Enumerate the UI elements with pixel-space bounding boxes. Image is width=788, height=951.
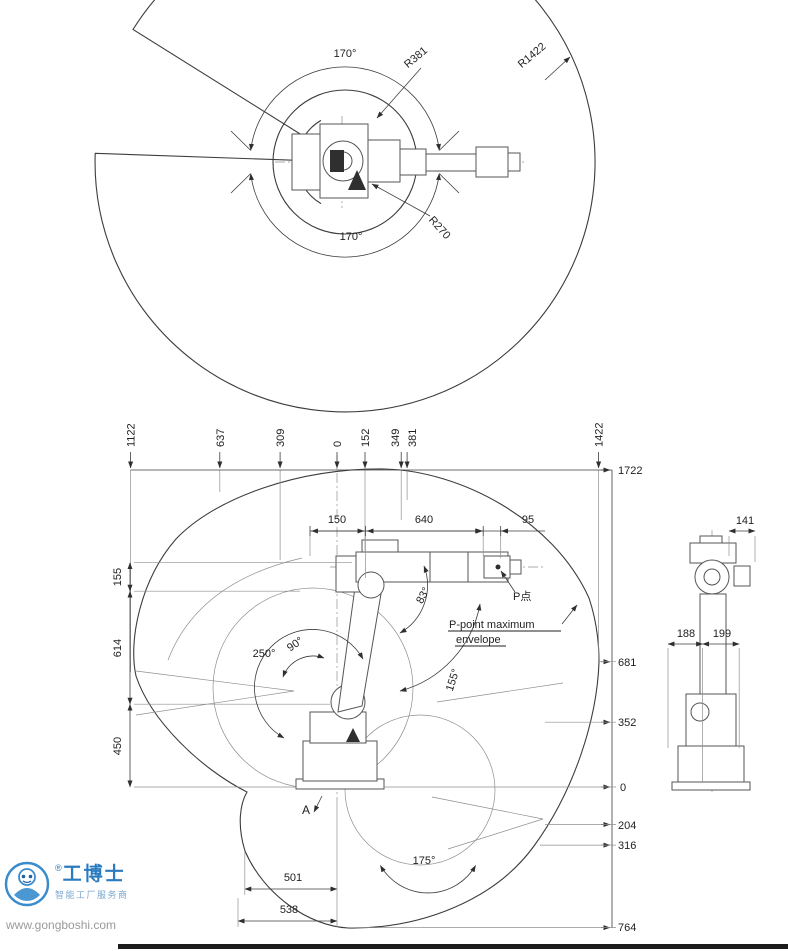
dim-309: 309 <box>275 429 287 447</box>
dim-95: 95 <box>522 514 534 526</box>
robot-plan-silhouette <box>275 116 525 208</box>
brand-name: 工博士 <box>62 864 126 885</box>
bottom-border-bar <box>118 944 788 949</box>
website-url: www.gongboshi.com <box>6 918 117 932</box>
lower-notch-right <box>431 796 544 850</box>
dim-501: 501 <box>284 872 302 884</box>
dim-152: 152 <box>360 429 372 447</box>
dim-0-top: 0 <box>332 441 344 447</box>
dim-204: 204 <box>618 820 636 832</box>
right-extension-lines <box>350 661 616 928</box>
side-view: 141 188 199 <box>667 515 756 795</box>
dim-155: 155 <box>112 568 124 586</box>
outer-envelope-top-view <box>94 0 596 413</box>
dim-1122: 1122 <box>126 423 138 447</box>
angle-83: 83° <box>414 585 432 605</box>
rotation-limit-ticks <box>230 130 460 194</box>
dim-614: 614 <box>112 639 124 657</box>
angle-label-top: 170° <box>334 48 357 60</box>
radius-label-r1422: R1422 <box>516 41 549 71</box>
leader-r381 <box>376 67 422 119</box>
front-view: 1122 637 309 0 152 349 381 1422 1722 681… <box>112 423 642 934</box>
p-point-envelope-outline <box>133 468 600 929</box>
angle-label-bottom: 170° <box>340 231 363 243</box>
angle-arc-90 <box>282 653 325 678</box>
dim-538: 538 <box>280 904 298 916</box>
radius-label-r270: R270 <box>426 214 453 242</box>
dim-764: 764 <box>618 922 636 934</box>
dim-188: 188 <box>677 628 695 640</box>
dim-150: 150 <box>328 514 346 526</box>
radius-label-r381: R381 <box>402 45 430 71</box>
envelope-note-line2: envelope <box>456 634 501 646</box>
dim-199: 199 <box>713 628 731 640</box>
leader-envelope-note <box>561 604 578 625</box>
section-a-label: A <box>302 803 310 817</box>
dim-1722: 1722 <box>618 465 642 477</box>
robot-side-silhouette <box>671 530 751 795</box>
left-dim-labels: 155 614 450 <box>112 568 124 755</box>
angle-155: 155° <box>444 667 462 692</box>
angle-250: 250° <box>253 648 276 660</box>
rear-upper-arc <box>167 557 303 661</box>
envelope-note-line1: P-point maximum <box>449 619 535 631</box>
brand-tagline: 智能工厂服务商 <box>55 890 129 900</box>
registered-mark: ® <box>55 863 62 873</box>
side-dim-188-199: 188 199 <box>667 628 740 782</box>
bottom-dim-lines <box>237 800 338 927</box>
wrist-sweep-circle <box>344 714 496 866</box>
dim-640: 640 <box>415 514 433 526</box>
dim-316: 316 <box>618 840 636 852</box>
top-view: 170° R381 R1422 R270 170° <box>94 0 596 413</box>
arm-dim-line <box>309 526 545 578</box>
angle-90: 90° <box>285 635 306 654</box>
top-dim-labels: 1122 637 309 0 152 349 381 1422 <box>126 423 606 447</box>
dim-1422: 1422 <box>594 423 606 447</box>
dim-0-right: 0 <box>620 782 626 794</box>
p-point-marker <box>495 564 501 570</box>
dim-381: 381 <box>407 429 419 447</box>
dim-681: 681 <box>618 657 636 669</box>
inner-boundary-right <box>436 682 564 703</box>
dim-637: 637 <box>215 429 227 447</box>
leader-p-point <box>500 570 516 593</box>
dim-349: 349 <box>390 429 402 447</box>
angle-arc-175 <box>380 865 476 894</box>
right-dim-labels: 1722 681 352 0 204 316 764 <box>618 465 642 934</box>
arm-dim-labels: 150 640 95 <box>328 514 534 526</box>
angle-arc-250 <box>254 629 364 739</box>
angle-arc-155 <box>399 603 482 692</box>
dim-352: 352 <box>618 717 636 729</box>
rotation-arc-bottom <box>248 173 442 258</box>
watermark: ® 工博士 智能工厂服务商 <box>4 861 129 907</box>
dim-141: 141 <box>736 515 754 527</box>
rotation-arc-top <box>248 66 442 151</box>
leader-r270 <box>371 183 431 217</box>
side-dim-141: 141 <box>728 515 756 562</box>
right-dim-arrows <box>601 467 611 931</box>
section-a-arrow <box>313 795 323 813</box>
bottom-dim-labels: 501 538 <box>280 872 302 916</box>
gongboshi-logo-icon <box>4 861 50 907</box>
dim-450: 450 <box>112 737 124 755</box>
p-point-label: P点 <box>513 590 531 603</box>
angle-175: 175° <box>413 855 436 867</box>
leader-r1422 <box>544 56 571 81</box>
